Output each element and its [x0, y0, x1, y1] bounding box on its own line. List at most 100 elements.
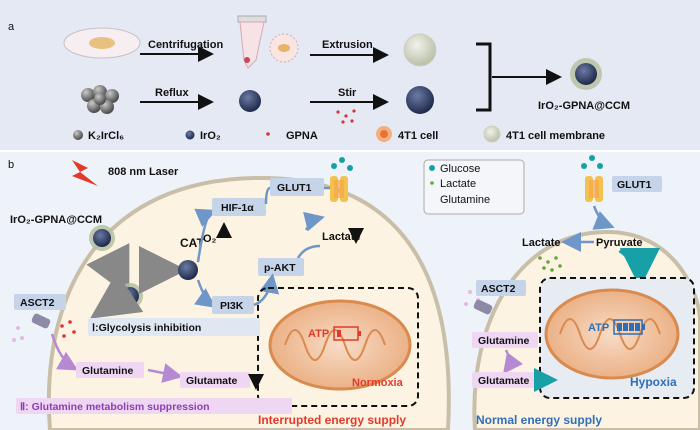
glutamine-right-box — [472, 332, 538, 348]
glut1-transporter-left-icon — [330, 176, 348, 202]
iro2-gpna-ccm-particle-icon — [570, 58, 602, 90]
mitochondrion-right-icon — [544, 288, 680, 380]
hif-label: HIF-1α — [221, 202, 254, 214]
glucose-dots-right-icon — [581, 155, 603, 169]
pyruvate-label: Pyruvate — [596, 237, 642, 249]
k2ircl6-cluster-icon — [81, 85, 119, 114]
cell-membrane-vesicle-icon — [403, 33, 437, 67]
glutamate-right-label: Glutamate — [478, 375, 530, 387]
panel-a-legend: K₂IrCl₆ IrO₂ GPNA 4T1 cell 4T1 cell memb… — [73, 125, 605, 143]
pi3k-label: PI3K — [220, 300, 244, 312]
legend-glucose: Glucose — [440, 163, 480, 175]
glutamine-to-glutamate-left-arrow — [147, 363, 183, 383]
glut1-right-label: GLUT1 — [617, 179, 652, 191]
pakt-to-lactate-line — [296, 244, 321, 259]
glut1-left-box — [270, 178, 324, 196]
pyruvate-to-mitochondria-arrow — [618, 247, 660, 288]
cat-label: CAT — [180, 236, 204, 250]
glutamate-right-box — [472, 372, 540, 388]
internalized-nanoparticle-icon — [117, 283, 143, 309]
legend-4t1-cell: 4T1 cell — [398, 130, 438, 142]
legend-glutamine: Glutamine — [440, 194, 490, 206]
battery-full-icon — [613, 319, 645, 335]
laser-label: 808 nm Laser — [108, 166, 179, 178]
release-arrow — [138, 246, 187, 295]
glucose-legend-icon — [429, 165, 435, 171]
asct2-transporter-right-icon — [473, 299, 493, 315]
o2-label: O₂ — [203, 233, 217, 245]
hypoxia-label: Hypoxia — [630, 375, 677, 389]
nanoparticle-icon — [89, 225, 115, 251]
merge-bracket — [476, 42, 492, 112]
asct2-transporter-left-icon — [31, 313, 51, 329]
glucose-uptake-right-arrow — [592, 205, 615, 230]
panel-b-label: b — [8, 159, 14, 171]
pakt-box — [258, 258, 304, 276]
glycolysis-label: Ⅰ:Glycolysis inhibition — [92, 322, 201, 334]
glut1-right-box — [612, 176, 662, 192]
pakt-label: p-AKT — [264, 262, 296, 274]
glutamine-to-glutamate-right-arrow — [503, 349, 523, 375]
pi3k-to-pakt-arrow — [253, 273, 280, 307]
glycolysis-box — [88, 318, 260, 336]
normal-energy-label: Normal energy supply — [476, 413, 602, 427]
glutamine-left-box — [76, 362, 144, 378]
glutamine-dots-outside-icon — [12, 326, 24, 342]
gpna-dots-icon — [336, 109, 356, 124]
nanoparticle-label: IrO₂-GPNA@CCM — [10, 214, 102, 226]
glutamine-suppression-box — [16, 398, 292, 414]
iro2-particle-icon — [239, 90, 261, 112]
glutamate-left-label: Glutamate — [186, 375, 238, 387]
petri-dish-icon — [63, 27, 141, 59]
extrusion-label: Extrusion — [322, 39, 373, 51]
asct2-right-label: ASCT2 — [481, 283, 516, 295]
glutamate-left-box — [180, 372, 250, 388]
normoxia-mitochondria-frame — [257, 287, 419, 407]
normoxia-label: Normoxia — [352, 377, 404, 389]
gpna-dots-cell-icon — [60, 320, 76, 338]
lactate-legend-icon — [430, 181, 434, 185]
4t1-cell-legend-icon — [376, 126, 392, 142]
panel-b-legend — [423, 159, 525, 215]
legend-4t1-membrane: 4T1 cell membrane — [506, 130, 605, 142]
lactate-right-label: Lactate — [522, 237, 561, 249]
centrifuge-tube-icon — [237, 15, 299, 69]
asct2-left-box — [14, 294, 66, 310]
cat-to-pi3k-arrow — [193, 279, 217, 308]
glutamine-left-label: Glutamine — [82, 365, 134, 377]
legend-iro2: IrO₂ — [200, 130, 221, 142]
mitochondrion-left-icon — [268, 299, 412, 391]
k2ircl6-legend-icon — [73, 130, 83, 140]
gpna-legend-icon — [266, 132, 270, 136]
legend-k2ircl6: K₂IrCl₆ — [88, 130, 124, 142]
interrupted-energy-label: Interrupted energy supply — [258, 413, 406, 427]
legend-gpna: GPNA — [286, 130, 318, 142]
legend-lactate: Lactate — [440, 178, 476, 190]
hif-to-glut1-line — [264, 186, 271, 205]
lactate-uptake-arrow — [303, 211, 325, 232]
stir-label: Stir — [338, 87, 357, 99]
iro2-gpna-particle-icon — [406, 86, 434, 114]
lactate-left-label: Lactate — [322, 231, 361, 243]
glut1-transporter-right-icon — [585, 176, 603, 202]
glutamine-suppression-label: Ⅱ: Glutamine metabolism suppression — [20, 401, 210, 413]
centrifugation-label: Centrifugation — [148, 39, 223, 51]
atp-left-label: ATP — [308, 328, 329, 340]
asct2-left-label: ASCT2 — [20, 297, 55, 309]
cat-to-hif-arrow — [194, 208, 217, 263]
asct2-to-glutamine-arrow — [50, 333, 79, 371]
laser-bolt-icon — [72, 160, 98, 186]
atp-right-label: ATP — [588, 322, 609, 334]
pi3k-box — [212, 296, 254, 314]
hif-box — [212, 198, 266, 216]
glut1-left-label: GLUT1 — [277, 182, 312, 194]
battery-low-icon — [333, 326, 361, 341]
reflux-label: Reflux — [155, 87, 190, 99]
glutamine-right-label: Glutamine — [478, 335, 530, 347]
membrane-legend-icon — [483, 125, 501, 143]
glucose-dots-left-icon — [331, 157, 353, 171]
lactate-dots-right-icon — [538, 256, 562, 272]
product-label: IrO₂-GPNA@CCM — [538, 100, 630, 112]
